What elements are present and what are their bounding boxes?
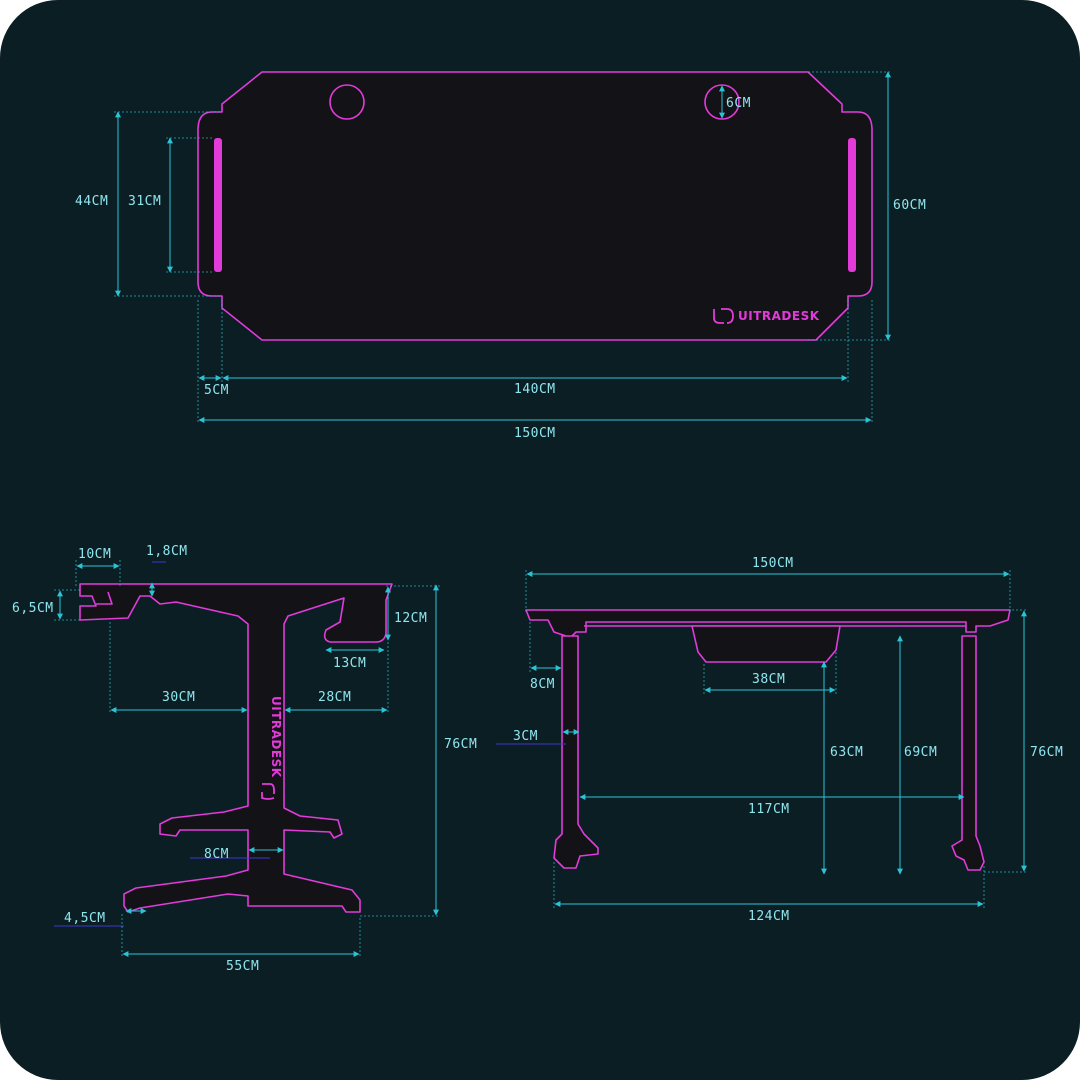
ud-monogram-icon — [713, 308, 734, 324]
front-view: 150CM 8CM 38CM 3CM 63CM 69CM 76CM 117CM … — [496, 556, 1063, 924]
side-brand-logo-text: UITRADESK — [269, 696, 283, 778]
dim-front-foot-span: 124CM — [748, 909, 790, 924]
dim-under-drawer-height: 63CM — [830, 745, 863, 760]
right-handle-grip — [848, 138, 856, 272]
top-view: UITRADESK 60CM 44CM 31CM 6CM 5CM 140CM 1… — [75, 71, 926, 441]
dim-under-frame-height: 69CM — [904, 745, 937, 760]
left-handle-grip — [214, 138, 222, 272]
dim-inner-leg-span: 117CM — [748, 802, 790, 817]
dim-side-offset: 5CM — [204, 383, 229, 398]
dim-rear-overhang: 28CM — [318, 690, 351, 705]
front-right-leg — [951, 635, 985, 871]
dim-total-width: 150CM — [514, 426, 556, 441]
cable-hole-left — [329, 84, 365, 120]
dim-leg-thickness: 3CM — [513, 729, 538, 744]
dim-hole-diameter: 6CM — [726, 96, 751, 111]
dim-inner-width: 140CM — [514, 382, 556, 397]
dim-depth-outer: 44CM — [75, 194, 108, 209]
dim-depth-inner: 31CM — [128, 194, 161, 209]
side-profile-outline — [79, 583, 393, 913]
dim-column-width: 8CM — [204, 847, 229, 862]
dim-side-height: 76CM — [444, 737, 477, 752]
dim-hook-height: 6,5CM — [12, 601, 54, 616]
dim-side-overhang: 8CM — [530, 677, 555, 692]
dim-foot-span: 55CM — [226, 959, 259, 974]
dim-rear-drop: 12CM — [394, 611, 427, 626]
front-desktop-outline — [525, 609, 1011, 643]
dim-foot-height: 4,5CM — [64, 911, 106, 926]
dim-front-height: 76CM — [1030, 745, 1063, 760]
side-logo: UITRADESK — [261, 696, 283, 800]
dim-depth-total: 60CM — [893, 198, 926, 213]
dim-top-thickness: 1,8CM — [146, 544, 188, 559]
brand-logo-text: UITRADESK — [738, 309, 820, 323]
side-view: UITRADESK 10CM 1,8CM 6,5CM 12CM 13CM 30C… — [12, 544, 477, 974]
dim-front-overhang: 30CM — [162, 690, 195, 705]
desktop-top-outline — [197, 71, 873, 341]
drawer-tray — [691, 625, 841, 663]
dim-hook-width: 10CM — [78, 547, 111, 562]
dim-drawer-width: 38CM — [752, 672, 785, 687]
dim-front-width: 150CM — [752, 556, 794, 571]
dim-rear-reach: 13CM — [333, 656, 366, 671]
front-left-leg — [553, 635, 599, 869]
